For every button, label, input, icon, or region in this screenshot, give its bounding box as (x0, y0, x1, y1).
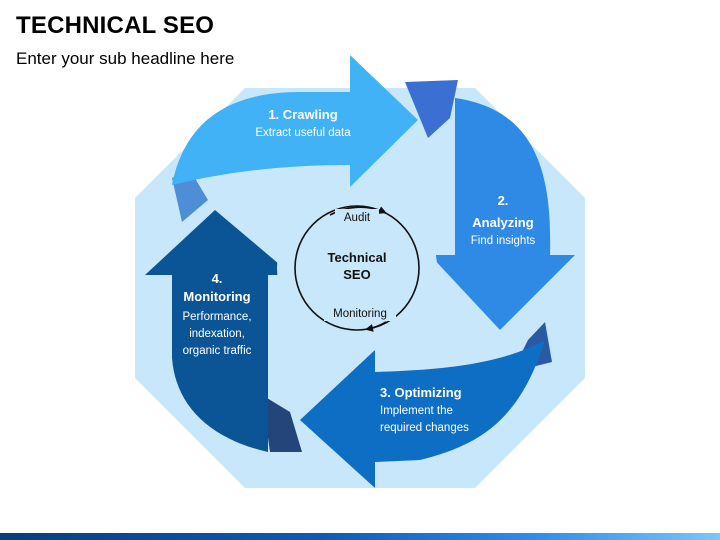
page-title: TECHNICAL SEO (16, 12, 215, 39)
arrow-optimizing[interactable] (300, 340, 545, 488)
center-label-mask-top (335, 209, 379, 225)
step-4-title-line-1: 4. (212, 271, 223, 286)
center-arrow-top (329, 206, 387, 216)
step-4-desc-line-1: Performance, (182, 311, 251, 323)
step-4-desc-line-3: organic traffic (183, 345, 252, 357)
step-3-title: 3. Optimizing (380, 385, 462, 400)
center-cycle-ring (294, 205, 420, 331)
center-label-mask-bottom (324, 305, 396, 321)
arrow-analyzing[interactable] (430, 98, 575, 330)
page-subtitle: Enter your sub headline here (16, 49, 235, 68)
fold-shadow-4 (172, 170, 208, 222)
center-monitoring-label: Monitoring (333, 308, 387, 320)
footer-accent-bar (0, 533, 720, 540)
step-2-title-line-2: Analyzing (472, 215, 533, 230)
fold-shadow-3 (262, 395, 302, 452)
step-3-desc-line-1: Implement the (380, 405, 453, 417)
step-1-desc: Extract useful data (255, 127, 351, 139)
center-title-line-1: Technical (327, 250, 386, 265)
step-4-title-line-2: Monitoring (183, 289, 250, 304)
step-4-desc-line-2: indexation, (189, 328, 245, 340)
step-1-title: 1. Crawling (268, 107, 337, 122)
step-2-title-line-1: 2. (498, 193, 509, 208)
center-audit-label: Audit (344, 212, 371, 224)
arrow-monitoring[interactable] (145, 210, 292, 452)
step-3-desc-line-2: required changes (380, 422, 469, 434)
arrow-crawling[interactable] (172, 55, 418, 187)
center-title-line-2: SEO (343, 267, 370, 282)
fold-shadow-1 (405, 80, 458, 138)
center-arrow-bottom (365, 321, 387, 332)
step-2-desc: Find insights (471, 235, 536, 247)
center-backdrop (277, 188, 437, 348)
